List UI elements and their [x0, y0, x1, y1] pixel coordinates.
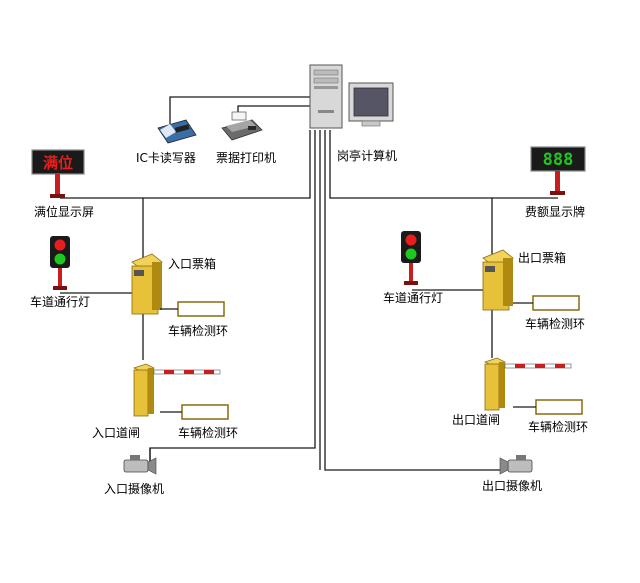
wire-trunk-right-top: [329, 130, 493, 250]
exit-light-label: 车道通行灯: [383, 290, 443, 305]
exit-ticket-box-icon: [482, 249, 514, 311]
ticket-printer-label: 票据打印机: [216, 151, 276, 165]
entry-camera-label: 入口摄像机: [104, 481, 164, 496]
entry-gate-label: 入口道闸: [92, 426, 140, 440]
entry-barrier-gate-icon: [132, 363, 221, 417]
entry-ticket-box-icon: [131, 253, 163, 315]
entry-loop-2-label: 车辆检测环: [178, 425, 238, 440]
entry-light-label: 车道通行灯: [30, 294, 90, 309]
entry-ticket-box-label: 入口票箱: [168, 256, 216, 271]
exit-traffic-light-icon: [401, 231, 421, 285]
entry-loop-1-label: 车辆检测环: [168, 323, 228, 338]
full-display-icon: 满位: [31, 149, 85, 198]
exit-camera-icon: [499, 455, 533, 475]
exit-ticket-box-label: 出口票箱: [518, 250, 566, 265]
entry-camera-icon: [123, 455, 157, 475]
fee-display-label: 费额显示牌: [525, 205, 585, 219]
wire-trunk-left-top: [142, 130, 311, 245]
ticket-printer-icon: [221, 111, 263, 141]
exit-gate-label: 出口道闸: [452, 413, 500, 427]
wire-printer: [237, 105, 310, 112]
booth-computer-icon: [309, 64, 394, 129]
fee-display-text: 888: [543, 150, 574, 170]
full-display-label: 满位显示屏: [34, 204, 94, 219]
exit-barrier-gate-icon: [483, 357, 572, 411]
wire-entry-camera: [149, 130, 316, 463]
fee-display-icon: 888: [530, 146, 586, 195]
exit-loop-2-icon: [535, 399, 583, 415]
exit-loop-1-icon: [532, 295, 580, 311]
full-display-text: 满位: [43, 154, 73, 172]
wire-ic-reader: [169, 96, 310, 130]
booth-computer-label: 岗亭计算机: [337, 148, 397, 163]
exit-loop-1-label: 车辆检测环: [525, 316, 585, 331]
ic-reader-label: IC卡读写器: [136, 151, 196, 165]
entry-traffic-light-icon: [50, 236, 70, 290]
exit-camera-label: 出口摄像机: [482, 478, 542, 493]
ic-reader-icon: [157, 119, 197, 144]
entry-loop-1-icon: [177, 301, 225, 317]
exit-loop-2-label: 车辆检测环: [528, 419, 588, 434]
entry-loop-2-icon: [181, 404, 229, 420]
